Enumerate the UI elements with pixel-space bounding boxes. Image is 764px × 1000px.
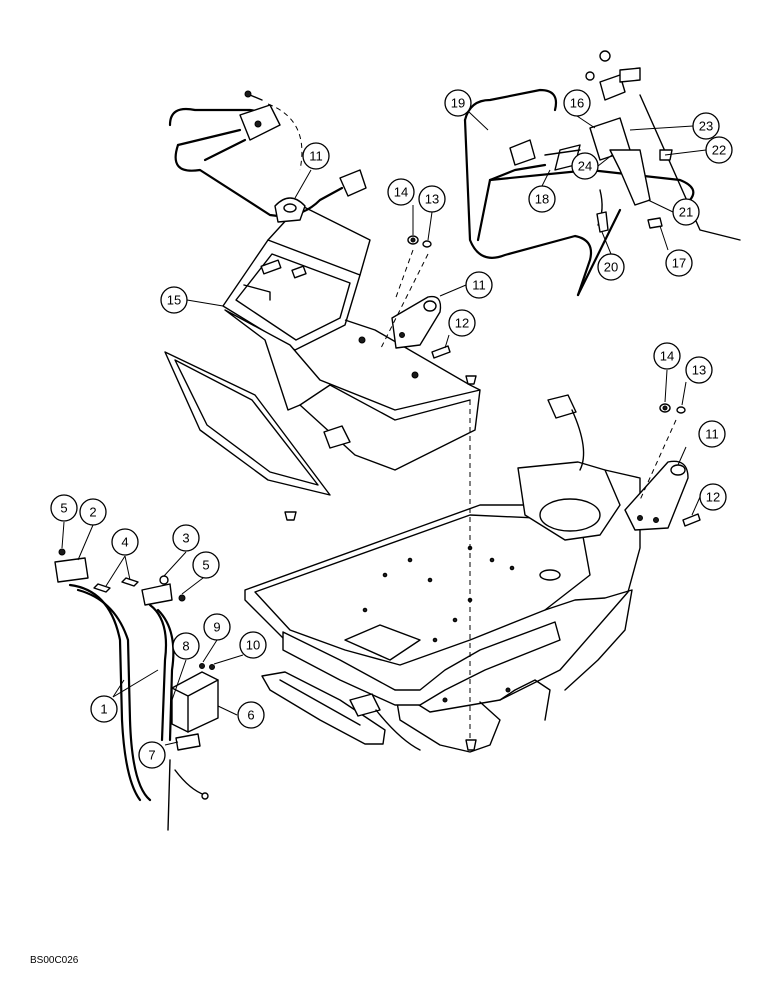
callout-label: 12 [455, 316, 469, 331]
callout-label: 6 [247, 708, 254, 723]
pivot-bracket-upper [274, 197, 306, 223]
bolts [284, 345, 701, 751]
callout-label: 4 [121, 535, 128, 550]
seat-back-plate [164, 351, 331, 519]
callout-24: 24 [571, 152, 599, 180]
callout-label: 1 [100, 702, 107, 717]
callout-1: 1 [90, 695, 118, 723]
callout-label: 18 [535, 192, 549, 207]
callout-17: 17 [665, 249, 693, 277]
callout-label: 13 [425, 192, 439, 207]
pivot-bracket-right [624, 460, 689, 531]
callout-label: 3 [182, 531, 189, 546]
callout-label: 10 [246, 638, 260, 653]
callout-5-left: 5 [50, 494, 78, 522]
callout-23: 23 [692, 112, 720, 140]
callout-label: 23 [699, 119, 713, 134]
figure-code: BS00C026 [30, 955, 79, 966]
callouts: 19 16 23 22 24 18 21 20 17 11 14 13 15 1… [50, 89, 733, 769]
seat-bar-upper [168, 90, 367, 218]
callout-7: 7 [138, 741, 166, 769]
callout-label: 11 [472, 278, 486, 293]
callout-label: 20 [604, 260, 618, 275]
callout-8: 8 [172, 632, 200, 660]
callout-label: 9 [213, 620, 220, 635]
callout-2: 2 [79, 498, 107, 526]
main-frame [244, 461, 641, 753]
callout-label: 24 [578, 159, 592, 174]
callout-13-upper: 13 [418, 185, 446, 213]
callout-label: 22 [712, 143, 726, 158]
callout-9: 9 [203, 613, 231, 641]
callout-5-right: 5 [192, 551, 220, 579]
callout-20: 20 [597, 253, 625, 281]
callout-label: 5 [202, 558, 209, 573]
callout-14-upper: 14 [387, 178, 415, 206]
side-rail [261, 671, 386, 745]
callout-12-right: 12 [699, 483, 727, 511]
latch-blocks [323, 394, 585, 751]
callout-label: 14 [394, 185, 408, 200]
callout-leaders [61, 111, 707, 746]
callout-label: 21 [679, 205, 693, 220]
electrical-harness [54, 548, 219, 831]
callout-label: 11 [705, 427, 719, 442]
pivot-bracket-mid [391, 295, 442, 349]
callout-11-mid: 11 [465, 271, 493, 299]
callout-14-right: 14 [653, 342, 681, 370]
callout-4: 4 [111, 528, 139, 556]
callout-22: 22 [705, 136, 733, 164]
callout-13-right: 13 [685, 356, 713, 384]
callout-label: 17 [672, 256, 686, 271]
callout-16: 16 [563, 89, 591, 117]
callout-12-mid: 12 [448, 309, 476, 337]
callout-label: 19 [451, 96, 465, 111]
callout-21: 21 [672, 198, 700, 226]
callout-label: 5 [60, 501, 67, 516]
callout-19: 19 [444, 89, 472, 117]
callout-11-right: 11 [698, 420, 726, 448]
callout-18: 18 [528, 185, 556, 213]
seat-pan [222, 204, 481, 471]
callout-11-upper: 11 [302, 142, 330, 170]
callout-label: 7 [148, 748, 155, 763]
callout-3: 3 [172, 524, 200, 552]
hardware-nuts [407, 235, 686, 414]
callout-label: 12 [706, 490, 720, 505]
callout-label: 2 [89, 505, 96, 520]
callout-6: 6 [237, 701, 265, 729]
callout-label: 14 [660, 349, 674, 364]
callout-label: 8 [182, 639, 189, 654]
callout-label: 16 [570, 96, 584, 111]
callout-label: 15 [167, 293, 181, 308]
callout-15: 15 [160, 286, 188, 314]
callout-label: 13 [692, 363, 706, 378]
callout-label: 11 [309, 149, 323, 164]
assembly-lines [379, 249, 677, 740]
callout-10: 10 [239, 631, 267, 659]
